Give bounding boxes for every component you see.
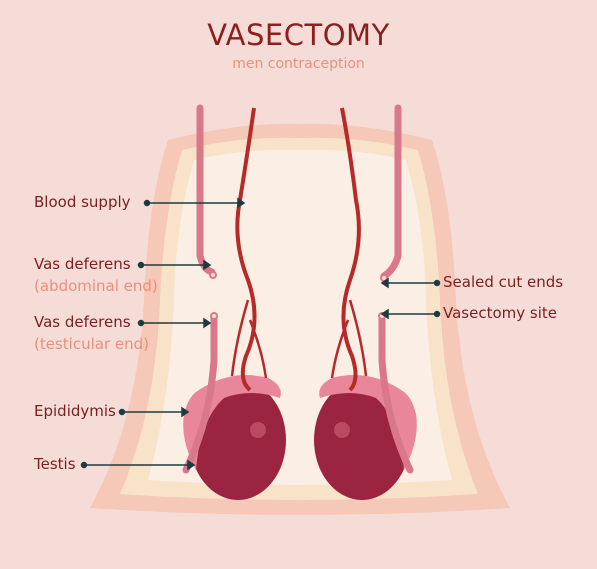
left-vas-testicular (182, 312, 218, 474)
pointer-arrow-epididymis (181, 406, 190, 418)
right-artery-branch-2 (330, 319, 350, 379)
pointer-arrow-vasectomy-site (380, 308, 389, 320)
pointer-arrow-vas-testicular (203, 317, 212, 329)
label-vas-testicular-note: (testicular end) (34, 335, 149, 353)
right-testis-highlight (334, 422, 350, 438)
right-artery (340, 107, 361, 392)
pointer-arrow-vas-abdominal (203, 259, 212, 271)
right-vas-testicular (378, 312, 414, 474)
label-vas-abdominal-note: (abdominal end) (34, 277, 158, 295)
left-artery-branch-1 (230, 299, 250, 377)
label-testis: Testis (34, 455, 76, 473)
left-testis-highlight (250, 422, 266, 438)
left-artery (235, 107, 257, 392)
left-sealed-end-bottom (210, 312, 218, 320)
label-vasectomy-site: Vasectomy site (443, 304, 557, 322)
diagram-title: VASECTOMY (207, 18, 390, 52)
left-sealed-end-top (209, 271, 217, 279)
right-artery-branch-1 (348, 299, 368, 377)
right-epididymis (319, 375, 417, 470)
pointer-arrow-testis (187, 459, 196, 471)
label-sealed-cut-ends: Sealed cut ends (443, 273, 564, 291)
callout-pointers (80, 197, 441, 471)
diagram-subtitle: men contraception (232, 56, 365, 72)
left-artery-branch-2 (248, 319, 268, 379)
pointer-arrow-blood-supply (237, 197, 246, 209)
label-epididymis: Epididymis (34, 402, 116, 420)
left-testis (190, 380, 286, 500)
pointer-arrow-sealed-ends (380, 277, 389, 289)
label-vas-testicular: Vas deferens (34, 313, 131, 331)
label-blood-supply: Blood supply (34, 193, 131, 211)
label-vas-abdominal: Vas deferens (34, 255, 131, 273)
